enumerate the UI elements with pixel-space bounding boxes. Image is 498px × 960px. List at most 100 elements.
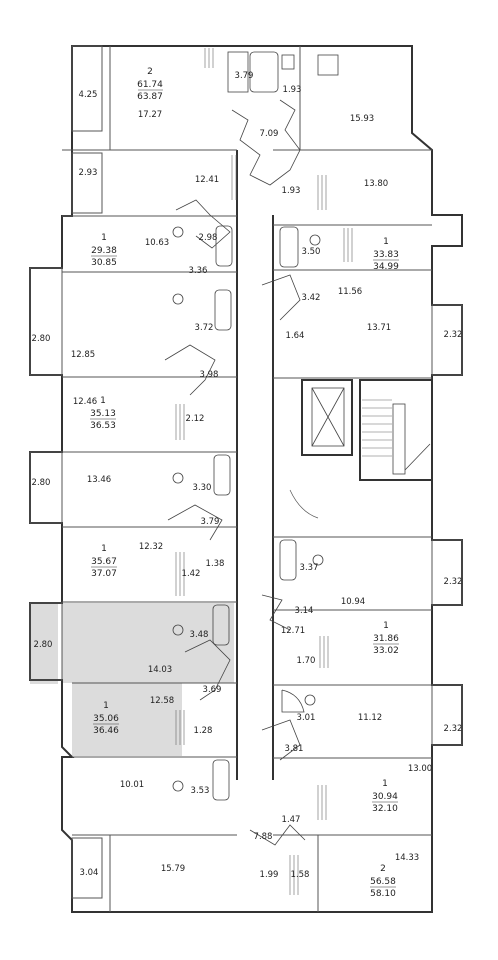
- wardrobe-hatching: [175, 48, 353, 895]
- room-area-label: 14.03: [148, 665, 172, 675]
- apt-living: 56.58: [370, 877, 396, 887]
- hall-outlines: [164, 99, 306, 846]
- apt-total: 58.10: [370, 889, 396, 899]
- apt-living: 30.94: [372, 792, 398, 802]
- room-area-label: 2.32: [444, 724, 463, 734]
- apt-total: 36.53: [90, 421, 116, 431]
- apt-rooms: 1: [101, 544, 107, 554]
- room-area-label: 13.71: [367, 323, 391, 333]
- room-area-label: 10.94: [341, 597, 365, 607]
- room-area-label: 14.33: [395, 853, 419, 863]
- apartment-label[interactable]: 1 35.13 36.53: [90, 396, 116, 431]
- room-area-label: 7.88: [254, 832, 273, 842]
- room-area-label: 2.32: [444, 577, 463, 587]
- room-area-label: 13.46: [87, 475, 111, 485]
- apt-rooms: 1: [103, 701, 109, 711]
- apt-rooms: 2: [380, 864, 386, 874]
- apartment-label[interactable]: 1 29.38 30.85: [91, 233, 117, 268]
- room-area-label: 3.79: [235, 71, 254, 81]
- apt-living: 29.38: [91, 246, 117, 256]
- room-area-label: 3.69: [203, 685, 222, 695]
- room-area-label: 1.42: [182, 569, 201, 579]
- apt-total: 34.99: [373, 262, 399, 272]
- apt-living: 35.13: [90, 409, 116, 419]
- apt-rooms: 1: [101, 233, 107, 243]
- corridor-walls: [62, 46, 432, 912]
- room-area-label: 3.98: [200, 370, 219, 380]
- room-area-label: 3.81: [285, 744, 304, 754]
- room-area-label: 3.30: [193, 483, 212, 493]
- outer-walls: [29, 45, 463, 913]
- apt-living: 35.67: [91, 557, 117, 567]
- room-area-label: 12.58: [150, 696, 174, 706]
- room-area-label: 3.79: [201, 517, 220, 527]
- room-area-label: 15.93: [350, 114, 374, 124]
- room-area-label: 13.00: [408, 764, 432, 774]
- room-area-label: 3.42: [302, 293, 321, 303]
- room-area-label: 2.80: [32, 478, 51, 488]
- room-area-label: 3.72: [195, 323, 214, 333]
- apt-living: 33.83: [373, 250, 399, 260]
- apartment-label[interactable]: 1 31.86 33.02: [373, 621, 399, 656]
- apt-total: 33.02: [373, 646, 399, 656]
- room-area-label: 15.79: [161, 864, 185, 874]
- room-area-label: 3.48: [190, 630, 209, 640]
- room-area-label: 3.53: [191, 786, 210, 796]
- room-area-label: 3.50: [302, 247, 321, 257]
- room-area-label: 1.99: [260, 870, 279, 880]
- room-area-label: 2.12: [186, 414, 205, 424]
- room-area-label: 3.37: [300, 563, 319, 573]
- apartment-label[interactable]: 1 33.83 34.99: [373, 237, 399, 272]
- apartment-label[interactable]: 2 56.58 58.10: [370, 864, 396, 899]
- room-area-label: 11.12: [358, 713, 382, 723]
- room-area-label: 12.71: [281, 626, 305, 636]
- room-area-label: 10.01: [120, 780, 144, 790]
- apartment-label[interactable]: 1 35.06 36.46: [93, 701, 119, 736]
- apt-rooms: 1: [100, 396, 106, 406]
- apt-total: 63.87: [137, 92, 163, 102]
- room-area-label: 10.63: [145, 238, 169, 248]
- apt-living: 35.06: [93, 714, 119, 724]
- room-area-label: 12.46: [73, 397, 97, 407]
- room-area-label: 1.70: [297, 656, 316, 666]
- room-area-label: 7.09: [260, 129, 279, 139]
- room-area-label: 3.36: [189, 266, 208, 276]
- room-area-label: 12.41: [195, 175, 219, 185]
- apartment-label[interactable]: 1 30.94 32.10: [372, 779, 398, 814]
- room-area-label: 2.93: [79, 168, 98, 178]
- apt-rooms: 1: [383, 237, 389, 247]
- room-area-label: 1.64: [286, 331, 305, 341]
- apt-total: 32.10: [372, 804, 398, 814]
- room-area-label: 12.85: [71, 350, 95, 360]
- apt-total: 30.85: [91, 258, 117, 268]
- room-area-label: 1.93: [283, 85, 302, 95]
- apt-living: 31.86: [373, 634, 399, 644]
- room-area-label: 1.38: [206, 559, 225, 569]
- apartment-label[interactable]: 1 35.67 37.07: [91, 544, 117, 579]
- room-area-label: 1.28: [194, 726, 213, 736]
- room-area-label: 1.93: [282, 186, 301, 196]
- room-area-label: 3.01: [297, 713, 316, 723]
- room-area-label: 2.80: [32, 334, 51, 344]
- room-area-labels: 4.25 3.79 1.93 17.27 15.93 7.09 2.93 12.…: [32, 71, 463, 880]
- room-area-label: 11.56: [338, 287, 362, 297]
- bathroom-fixtures: [172, 51, 339, 801]
- apartment-label[interactable]: 2 61.74 63.87: [137, 67, 163, 102]
- room-area-label: 2.80: [34, 640, 53, 650]
- apt-living: 61.74: [137, 80, 163, 90]
- highlighted-apartment[interactable]: [30, 603, 234, 756]
- apt-total: 37.07: [91, 569, 117, 579]
- room-area-label: 1.47: [282, 815, 301, 825]
- room-area-label: 12.32: [139, 542, 163, 552]
- room-area-label: 13.80: [364, 179, 388, 189]
- room-area-label: 4.25: [79, 90, 98, 100]
- stair-elevator-core: [289, 379, 433, 519]
- room-area-label: 17.27: [138, 110, 162, 120]
- room-area-label: 2.32: [444, 330, 463, 340]
- apt-rooms: 1: [383, 621, 389, 631]
- room-area-label: 3.04: [80, 868, 99, 878]
- apt-rooms: 2: [147, 67, 153, 77]
- room-area-label: 2.98: [199, 233, 218, 243]
